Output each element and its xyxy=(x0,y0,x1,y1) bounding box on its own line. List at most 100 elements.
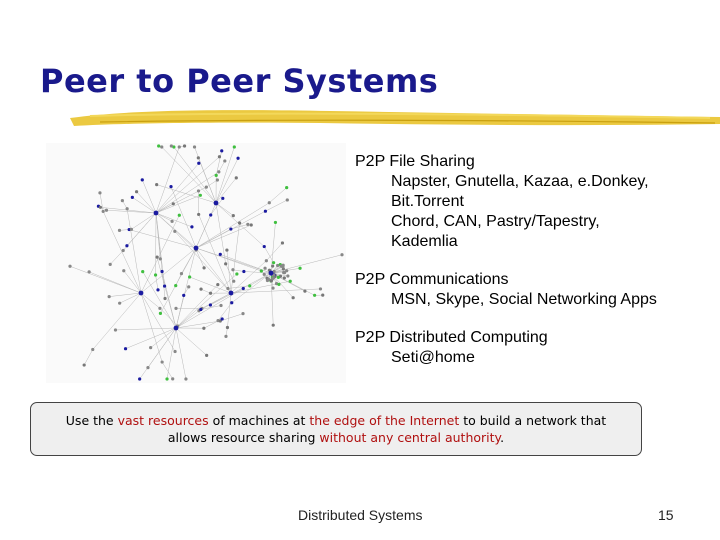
network-edge xyxy=(129,229,197,249)
network-hub xyxy=(268,270,274,276)
network-node xyxy=(229,227,233,231)
network-node xyxy=(174,284,178,288)
network-edge xyxy=(215,202,226,264)
network-edge xyxy=(215,146,235,204)
network-edge xyxy=(264,246,274,263)
network-node xyxy=(282,276,286,280)
network-node xyxy=(208,303,213,307)
network-edge xyxy=(220,313,244,322)
network-node xyxy=(156,288,160,292)
footer-course-name: Distributed Systems xyxy=(298,507,423,523)
network-edge xyxy=(140,292,176,352)
network-node xyxy=(130,195,134,199)
definition-callout-box: Use the vast resources of machines at th… xyxy=(30,402,642,456)
callout-highlight: vast resources xyxy=(117,413,209,428)
network-node xyxy=(140,178,144,182)
network-edge xyxy=(136,191,157,214)
network-edge xyxy=(155,146,180,214)
network-node xyxy=(160,145,164,149)
network-edge xyxy=(201,292,232,309)
network-node xyxy=(271,286,275,290)
network-edge xyxy=(166,327,177,380)
network-node xyxy=(273,220,278,225)
network-edge xyxy=(206,179,218,188)
network-edge xyxy=(102,211,142,294)
network-node xyxy=(107,295,111,299)
network-node xyxy=(146,366,150,370)
network-node xyxy=(138,377,142,381)
network-node xyxy=(262,272,266,276)
network-node xyxy=(220,149,224,153)
network-edge xyxy=(69,266,142,294)
network-node xyxy=(215,178,219,182)
bullet-heading: P2P File Sharing xyxy=(355,153,475,170)
network-edge xyxy=(226,250,232,294)
network-edge xyxy=(183,286,189,296)
bullet-sub-item: Kademlia xyxy=(391,233,458,250)
network-edge xyxy=(142,179,157,214)
network-edge xyxy=(155,212,173,222)
bullet-sub-item: Chord, CAN, Pastry/Tapestry, xyxy=(391,213,600,230)
network-hub xyxy=(213,200,219,206)
callout-highlight: the edge of the Internet xyxy=(309,413,460,428)
network-edge xyxy=(140,247,197,294)
network-edge xyxy=(161,146,217,204)
network-node xyxy=(196,189,201,193)
callout-text: of machines at xyxy=(208,413,310,428)
network-edge xyxy=(125,327,177,349)
callout-text: Use the xyxy=(65,413,118,428)
network-edge xyxy=(126,208,142,294)
network-node xyxy=(217,170,221,174)
network-node xyxy=(274,282,279,286)
network-node xyxy=(120,199,124,203)
network-node xyxy=(271,261,276,265)
network-node xyxy=(104,208,109,212)
network-node xyxy=(271,323,275,327)
network-edge xyxy=(175,295,184,329)
network-node xyxy=(237,221,242,225)
network-edge xyxy=(132,197,157,214)
network-edge xyxy=(174,231,232,294)
network-node xyxy=(218,252,222,256)
callout-text: . xyxy=(500,430,505,445)
network-node xyxy=(173,349,177,354)
network-edge xyxy=(175,284,218,329)
network-hub xyxy=(173,325,179,331)
network-node xyxy=(221,196,225,200)
network-node xyxy=(219,303,223,308)
network-node xyxy=(157,144,161,148)
network-node xyxy=(158,306,162,310)
network-edge xyxy=(155,163,199,214)
network-node xyxy=(285,185,289,190)
bullet-heading: P2P Communications xyxy=(355,271,509,288)
network-node xyxy=(170,219,174,223)
slide-title: Peer to Peer Systems xyxy=(40,62,439,100)
network-node xyxy=(199,287,203,291)
network-edge xyxy=(106,210,157,214)
callout-highlight: without any central authority xyxy=(319,430,501,445)
network-edge xyxy=(175,327,187,380)
network-node xyxy=(225,325,230,330)
network-edge xyxy=(123,270,142,294)
network-node xyxy=(158,257,162,261)
network-node xyxy=(188,275,192,279)
network-edge xyxy=(231,272,272,303)
network-edge xyxy=(200,288,211,294)
p2p-network-graph-image xyxy=(46,143,346,383)
network-edge xyxy=(198,157,217,204)
callout-text: to build a network that allows resource … xyxy=(167,413,607,445)
network-node xyxy=(141,270,145,274)
network-node xyxy=(318,287,323,291)
network-node xyxy=(169,185,173,189)
network-edge xyxy=(215,150,222,176)
network-node xyxy=(153,273,158,277)
network-edge xyxy=(156,184,217,204)
network-edge xyxy=(265,199,288,212)
network-edge xyxy=(155,212,165,287)
network-edge xyxy=(217,302,232,321)
network-node xyxy=(224,262,228,266)
network-node xyxy=(155,255,159,259)
network-node xyxy=(214,173,218,177)
bullet-sub-item: Seti@home xyxy=(391,349,475,366)
network-node xyxy=(285,269,289,273)
